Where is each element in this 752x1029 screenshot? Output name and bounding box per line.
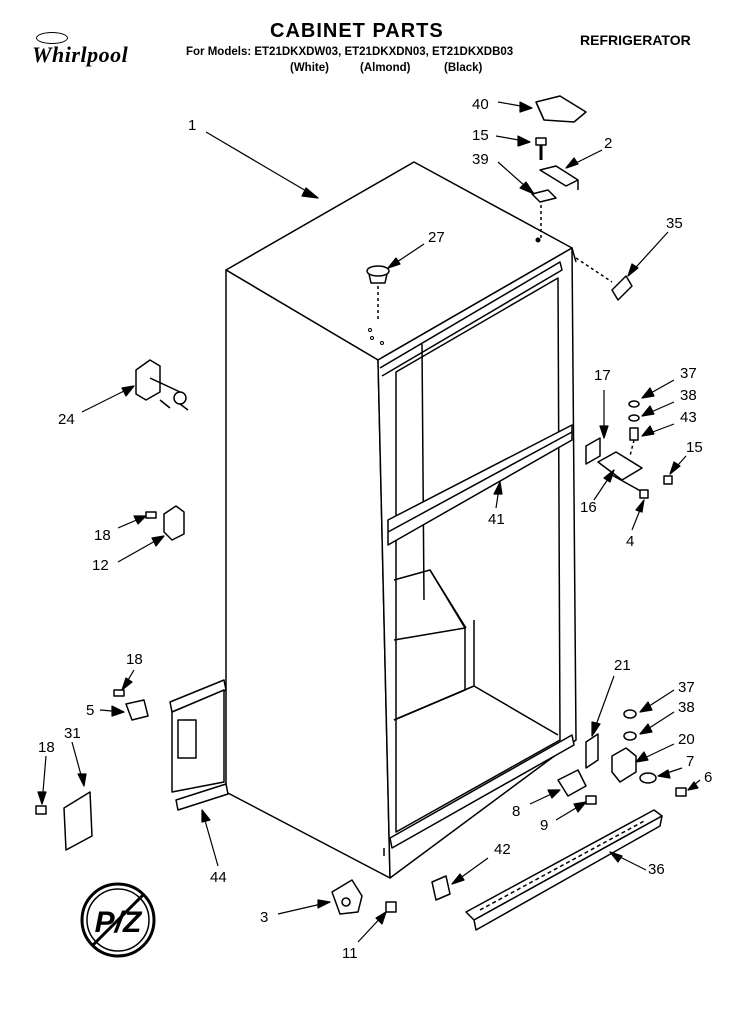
part-36-rail (465, 809, 663, 931)
part-42-clip (431, 875, 451, 901)
callout-15: 15 (472, 127, 489, 144)
models-line: For Models: ET21DKXDW03, ET21DKXDN03, ET… (186, 46, 514, 58)
page-title: CABINET PARTS (270, 20, 444, 42)
callout-3: 3 (260, 909, 269, 926)
left-hinge-parts (145, 505, 185, 541)
callout-27: 27 (428, 229, 445, 246)
callout-18-b: 18 (126, 651, 143, 668)
part-27-plug (366, 265, 390, 320)
callout-39: 39 (472, 151, 489, 168)
callout-9: 9 (540, 817, 549, 834)
color-black: (Black) (444, 62, 483, 74)
part-35-clip (575, 257, 633, 301)
callout-31: 31 (64, 725, 81, 742)
callout-16: 16 (580, 499, 597, 516)
top-hinge-parts (531, 137, 579, 238)
callout-17: 17 (594, 367, 611, 384)
callout-42: 42 (494, 841, 511, 858)
callout-4: 4 (626, 533, 635, 550)
bottom-hinge-parts (557, 709, 687, 805)
callout-5: 5 (86, 702, 95, 719)
callout-1: 1 (188, 117, 197, 134)
callout-38-b: 38 (678, 699, 695, 716)
middle-hinge-parts (585, 400, 673, 499)
callout-12: 12 (92, 557, 109, 574)
part-31-cover (35, 791, 93, 851)
callout-6: 6 (704, 769, 713, 786)
callout-11: 11 (342, 945, 358, 962)
whirlpool-logo: Whirlpool (22, 30, 152, 76)
cabinet-shell (225, 161, 577, 879)
brand-name: Whirlpool (32, 42, 129, 67)
color-white: (White) (290, 62, 329, 74)
part-24-shaft (135, 359, 189, 411)
callout-7: 7 (686, 753, 695, 770)
part-40-hinge-cover (535, 95, 587, 123)
part-44-bracket (169, 679, 229, 811)
callout-20: 20 (678, 731, 695, 748)
stamp-text: P/Z (95, 906, 143, 939)
color-almond: (Almond) (360, 62, 411, 74)
callout-38: 38 (680, 387, 697, 404)
callout-40: 40 (472, 96, 489, 113)
pz-stamp-icon: P/Z (78, 880, 158, 960)
callout-43: 43 (680, 409, 697, 426)
callout-36: 36 (648, 861, 665, 878)
callout-18-c: 18 (38, 739, 55, 756)
callout-21: 21 (614, 657, 631, 674)
callout-24: 24 (58, 411, 75, 428)
top-holes (368, 237, 541, 345)
appliance-type: REFRIGERATOR (580, 32, 691, 48)
leader-lines (37, 101, 701, 943)
callout-37-b: 37 (678, 679, 695, 696)
callout-35: 35 (666, 215, 683, 232)
callout-41: 41 (488, 511, 505, 528)
part-5-hinge (113, 689, 149, 721)
part-3-hinge (331, 879, 397, 915)
callout-2: 2 (604, 135, 613, 152)
callout-44: 44 (210, 869, 227, 886)
callout-15-b: 15 (686, 439, 703, 456)
logo-badge-icon (36, 32, 68, 44)
callout-37: 37 (680, 365, 697, 382)
callout-8: 8 (512, 803, 521, 820)
callout-18-a: 18 (94, 527, 111, 544)
